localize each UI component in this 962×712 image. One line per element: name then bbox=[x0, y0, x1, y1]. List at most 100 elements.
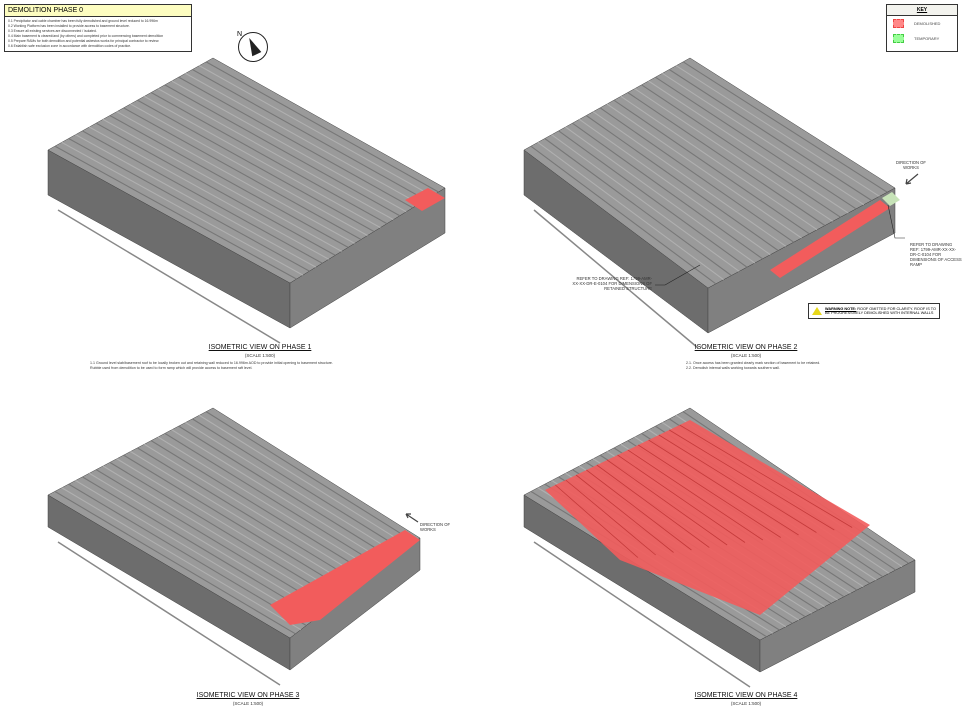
north-label: N bbox=[237, 31, 243, 38]
view-note: 2.2. Demolish internal walls working tow… bbox=[686, 366, 780, 370]
internal-wall bbox=[599, 107, 795, 243]
internal-wall bbox=[668, 69, 872, 201]
note-item: 0.4 Main basement is cleared/and (by oth… bbox=[8, 34, 164, 38]
internal-wall bbox=[627, 92, 826, 226]
internal-wall bbox=[537, 141, 724, 281]
internal-wall bbox=[150, 440, 372, 576]
view-note: 1.1 Ground level slab/basement roof to b… bbox=[90, 361, 333, 365]
internal-wall bbox=[143, 443, 367, 581]
demolished-swatch bbox=[893, 19, 904, 28]
internal-wall bbox=[682, 61, 888, 193]
internal-wall bbox=[192, 418, 405, 551]
demolished-wall bbox=[596, 464, 710, 548]
direction-of-works-label-2: DIRECTION OF WORKS bbox=[895, 160, 926, 170]
direction-of-works-label-3: DIRECTION OF WORKS bbox=[420, 522, 451, 532]
demolished-wall bbox=[586, 469, 692, 551]
demolished-area-phase-2 bbox=[770, 200, 890, 278]
internal-wall bbox=[61, 141, 304, 276]
warning-icon bbox=[812, 307, 822, 315]
internal-wall bbox=[592, 111, 787, 247]
internal-wall bbox=[620, 95, 818, 231]
internal-wall bbox=[82, 476, 318, 618]
internal-wall bbox=[641, 84, 841, 218]
internal-wall bbox=[675, 65, 880, 197]
access-ramp-callout: REFER TO DRAWING REF: 1799-AMR-XX-XX-DR-… bbox=[910, 242, 962, 267]
warning-text: ROOF OMITTED FOR CLARITY. ROOF IS TO BE … bbox=[825, 307, 936, 315]
internal-wall bbox=[116, 458, 345, 597]
demolished-wall bbox=[627, 449, 764, 541]
internal-wall bbox=[558, 130, 748, 268]
internal-wall bbox=[662, 72, 865, 206]
internal-wall bbox=[123, 107, 362, 240]
view-caption-1: ISOMETRIC VIEW ON PHASE 1 (SCALE 1:500) … bbox=[90, 344, 410, 371]
note-item: 0.1 Precipitator and cable chamber has b… bbox=[8, 19, 158, 23]
key-legend: KEY DEMOLISHED TEMPORARY bbox=[886, 4, 958, 52]
key-item-temporary: TEMPORARY bbox=[887, 31, 957, 46]
demolished-wall bbox=[575, 474, 674, 553]
internal-wall bbox=[178, 76, 413, 209]
internal-wall bbox=[116, 111, 355, 244]
view-note: 2.1. Once access has been granted clearl… bbox=[686, 361, 821, 365]
direction-arrow-icon bbox=[905, 173, 919, 185]
internal-wall bbox=[75, 134, 317, 268]
internal-wall bbox=[171, 429, 388, 564]
ground-line bbox=[533, 209, 699, 349]
internal-wall bbox=[54, 490, 296, 635]
internal-wall bbox=[606, 103, 802, 239]
internal-wall bbox=[205, 411, 415, 543]
demolished-area-phase-4 bbox=[545, 420, 870, 615]
internal-wall bbox=[544, 138, 732, 276]
internal-wall bbox=[192, 69, 426, 201]
internal-wall bbox=[130, 103, 368, 236]
demolished-wall bbox=[565, 479, 656, 556]
retained-structure-callout: REFER TO DRAWING REF: 1799-AMR-XX-XX-DR-… bbox=[572, 276, 652, 291]
north-arrow-icon: N bbox=[237, 31, 268, 62]
warning-title: WARNING NOTE: bbox=[825, 307, 857, 311]
ground-line bbox=[57, 209, 281, 344]
demolished-wall bbox=[648, 439, 799, 536]
internal-wall bbox=[150, 92, 388, 225]
internal-wall bbox=[130, 451, 356, 589]
internal-wall bbox=[634, 88, 833, 222]
note-item: 0.3 Ensure all existing services are dis… bbox=[8, 29, 97, 33]
view-title: ISOMETRIC VIEW ON PHASE 3 bbox=[196, 692, 300, 699]
key-label: TEMPORARY bbox=[914, 36, 940, 41]
ground-line bbox=[533, 541, 751, 688]
view-scale: (SCALE 1:500) bbox=[730, 353, 762, 358]
internal-wall bbox=[613, 99, 810, 235]
demolished-wall bbox=[669, 429, 835, 531]
internal-wall bbox=[137, 447, 361, 585]
internal-wall bbox=[185, 72, 420, 205]
ground-line bbox=[57, 541, 281, 686]
view-caption-3: ISOMETRIC VIEW ON PHASE 3 (SCALE 1:500) bbox=[98, 692, 398, 706]
view-title: ISOMETRIC VIEW ON PHASE 2 bbox=[694, 344, 798, 351]
view-caption-4: ISOMETRIC VIEW ON PHASE 4 (SCALE 1:500) bbox=[596, 692, 896, 706]
key-item-demolished: DEMOLISHED bbox=[887, 16, 957, 31]
internal-wall bbox=[572, 122, 763, 260]
internal-wall bbox=[551, 134, 740, 272]
view-title: ISOMETRIC VIEW ON PHASE 4 bbox=[694, 692, 798, 699]
internal-wall bbox=[88, 472, 323, 614]
view-scale: (SCALE 1:500) bbox=[244, 353, 276, 358]
leader-line-retained bbox=[655, 264, 701, 286]
internal-wall bbox=[164, 84, 401, 217]
note-item: 0.2 Working Platform has been installed … bbox=[8, 24, 130, 28]
view-note: Rubble used from demolition to be used t… bbox=[90, 366, 253, 370]
internal-wall bbox=[157, 88, 394, 221]
note-item: 0.5 Prepare RAMs for both demolition and… bbox=[8, 39, 160, 43]
key-title: KEY bbox=[887, 5, 957, 16]
internal-wall bbox=[75, 480, 312, 622]
internal-wall bbox=[198, 65, 433, 197]
view-title: ISOMETRIC VIEW ON PHASE 1 bbox=[208, 344, 312, 351]
internal-wall bbox=[585, 115, 779, 251]
internal-wall bbox=[54, 145, 297, 280]
internal-wall bbox=[68, 138, 310, 272]
internal-wall bbox=[68, 483, 307, 626]
view-caption-2: ISOMETRIC VIEW ON PHASE 2 (SCALE 1:500) … bbox=[596, 344, 896, 371]
internal-wall bbox=[655, 76, 857, 210]
internal-wall bbox=[102, 465, 334, 606]
note-item: 0.6 Establish safe exclusion zone in acc… bbox=[8, 44, 132, 48]
demolished-wall bbox=[606, 459, 728, 546]
key-label: DEMOLISHED bbox=[914, 21, 941, 26]
internal-wall bbox=[123, 454, 350, 593]
